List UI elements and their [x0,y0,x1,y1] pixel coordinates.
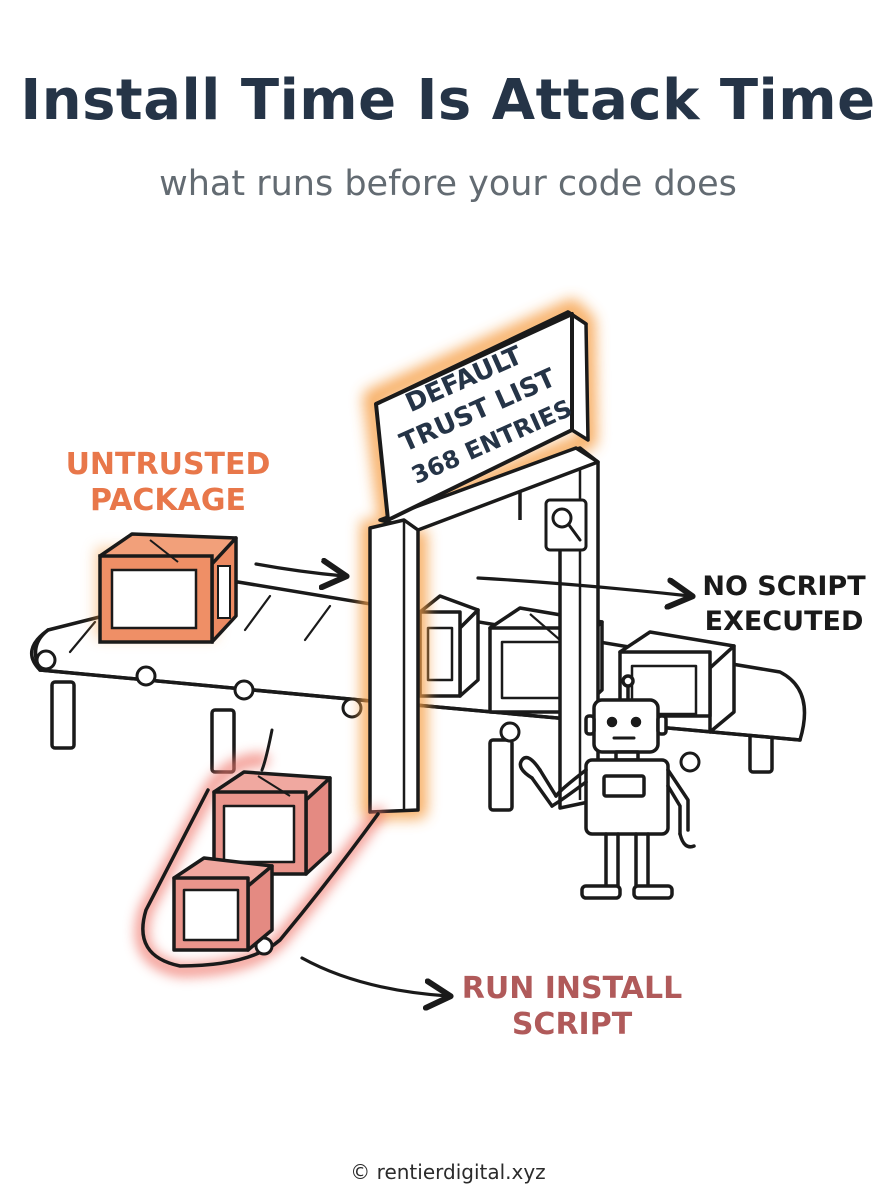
untrusted-label-line1: UNTRUSTED [66,447,271,482]
page-title: Install Time Is Attack Time [20,68,876,133]
page-subtitle: what runs before your code does [159,164,737,204]
arrow-run-install [300,956,448,996]
install-branch [135,728,385,977]
trust-list-sign: DEFAULT TRUST LIST 368 ENTRIES [374,310,590,522]
run-install-label-line2: SCRIPT [512,1007,633,1042]
flow-arrows [254,564,690,996]
no-script-label-line1: NO SCRIPT [702,571,866,602]
robot-icon [518,674,696,900]
arrow-into-gate [254,564,344,576]
install-box-upper [212,770,332,876]
copyright-footer: © rentierdigital.xyz [350,1160,546,1184]
arrow-no-script [476,576,690,596]
gate-front-post [368,518,420,814]
no-script-label-line2: EXECUTED [705,606,864,637]
box-in-gate [418,594,480,698]
install-box-lower [172,856,274,952]
magnifier-icon [544,498,588,552]
trust-gate: DEFAULT TRUST LIST 368 ENTRIES [361,299,600,819]
untrusted-package-box [96,532,238,644]
untrusted-label-line2: PACKAGE [90,483,246,518]
run-install-label-line1: RUN INSTALL [462,971,682,1006]
